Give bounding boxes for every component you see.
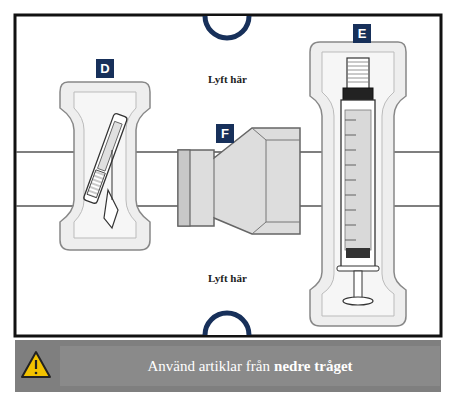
callout-letter: E [353, 24, 371, 43]
warning-text: Använd artiklar från [147, 358, 269, 375]
warning-emphasis: nedre tråget [274, 358, 352, 375]
lift-here-label: Lyft här [206, 73, 249, 85]
callout-letter-text: F [221, 126, 229, 141]
lift-here-label: Lyft här [206, 272, 249, 284]
callout-letter-text: E [358, 26, 367, 41]
warning-banner: Använd artiklar från nedre tråget [60, 346, 440, 386]
callout-letter-text: D [100, 61, 109, 76]
callout-letter: D [96, 59, 114, 78]
callout-letter: F [216, 124, 234, 143]
